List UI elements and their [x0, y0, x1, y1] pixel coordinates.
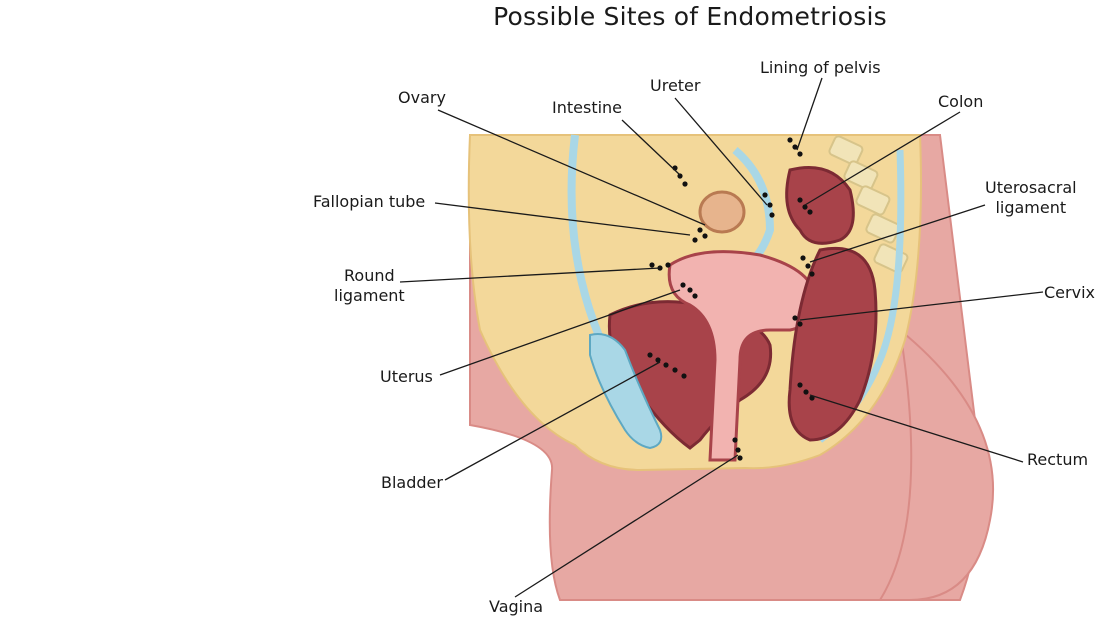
- label-uterosacral-ligament: Uterosacral ligament: [985, 178, 1077, 218]
- label-rectum: Rectum: [1027, 450, 1088, 470]
- label-intestine: Intestine: [552, 98, 622, 118]
- lesion-dot: [672, 367, 677, 372]
- lesion-dot: [807, 209, 812, 214]
- lesion-dot: [682, 181, 687, 186]
- label-uterosacral-line1: Uterosacral: [985, 178, 1077, 198]
- label-uterus: Uterus: [380, 367, 433, 387]
- label-ureter: Ureter: [650, 76, 700, 96]
- lesion-dot: [800, 255, 805, 260]
- lesion-dot: [803, 389, 808, 394]
- label-uterosacral-line2: ligament: [985, 198, 1077, 218]
- lesion-dot: [697, 227, 702, 232]
- label-round-line1: Round: [334, 266, 405, 286]
- lesion-dot: [732, 437, 737, 442]
- lesion-dot: [692, 237, 697, 242]
- lesion-dot: [802, 204, 807, 209]
- lesion-dot: [647, 352, 652, 357]
- lesion-dot: [680, 282, 685, 287]
- label-round-ligament: Round ligament: [334, 266, 405, 306]
- lesion-dot: [797, 321, 802, 326]
- lesion-dot: [692, 293, 697, 298]
- label-vagina: Vagina: [489, 597, 543, 617]
- lesion-dot: [735, 447, 740, 452]
- lesion-dot: [792, 315, 797, 320]
- label-cervix: Cervix: [1044, 283, 1095, 303]
- lesion-dot: [702, 233, 707, 238]
- lesion-dot: [809, 271, 814, 276]
- lesion-dot: [665, 262, 670, 267]
- lesion-dot: [649, 262, 654, 267]
- lesion-dot: [687, 287, 692, 292]
- lesion-dot: [762, 192, 767, 197]
- lesion-dot: [805, 263, 810, 268]
- lesion-dot: [767, 202, 772, 207]
- lesion-dot: [769, 212, 774, 217]
- label-lining-of-pelvis: Lining of pelvis: [760, 58, 881, 78]
- lesion-dot: [737, 455, 742, 460]
- label-bladder: Bladder: [381, 473, 443, 493]
- label-round-line2: ligament: [334, 286, 405, 306]
- lesion-dot: [797, 151, 802, 156]
- ovary-shape: [700, 192, 744, 232]
- diagram-title: Possible Sites of Endometriosis: [0, 2, 1100, 31]
- lesion-dot: [797, 197, 802, 202]
- lesion-dot: [797, 382, 802, 387]
- lesion-dot: [663, 362, 668, 367]
- label-ovary: Ovary: [398, 88, 446, 108]
- lesion-dot: [787, 137, 792, 142]
- lesion-dot: [681, 373, 686, 378]
- label-colon: Colon: [938, 92, 983, 112]
- label-fallopian-tube: Fallopian tube: [313, 192, 425, 212]
